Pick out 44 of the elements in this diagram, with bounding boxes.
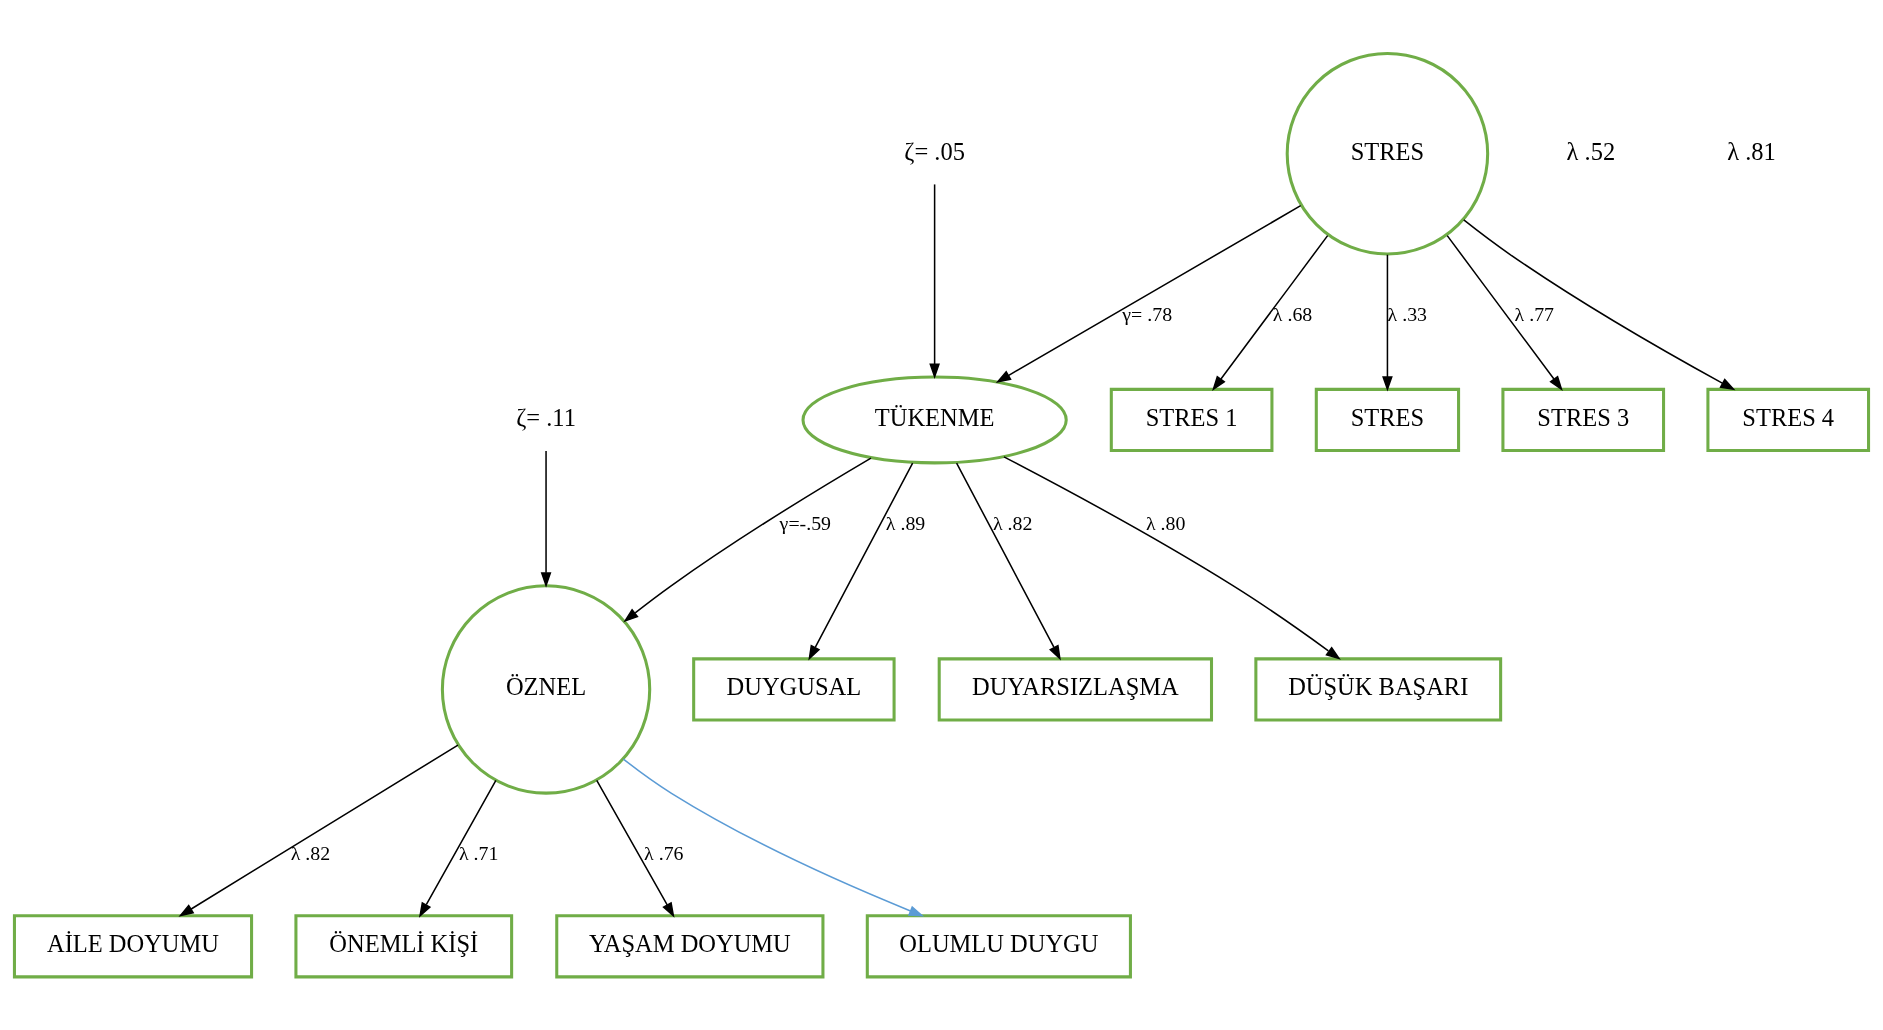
edge-label: γ= .78 [1122, 302, 1173, 325]
arrow [596, 779, 675, 918]
node-text: ζ= .11 [516, 403, 576, 431]
edge-label: λ .89 [885, 511, 926, 534]
arrow [540, 450, 552, 588]
arrow [418, 779, 497, 918]
edge-label: λ .82 [992, 511, 1033, 534]
arrow [623, 457, 872, 623]
node-box: STRES [1314, 387, 1461, 453]
edge-label: λ .76 [644, 841, 684, 864]
node-box: DUYARSIZLAŞMA [937, 657, 1214, 722]
edge-label: λ .82 [290, 841, 331, 864]
node-circle: STRES [1285, 51, 1490, 256]
node-text: ζ= .05 [904, 137, 965, 165]
node-box: STRES 3 [1501, 387, 1666, 453]
arrow [808, 462, 914, 661]
node-circle: ÖZNEL [440, 584, 652, 795]
label: λ .52 [1566, 137, 1616, 165]
arrow [1463, 219, 1736, 391]
node-box: DUYGUSAL [692, 657, 896, 722]
node-box: DÜŞÜK BAŞARI [1254, 657, 1503, 722]
edge-label: γ=-.59 [779, 511, 832, 534]
arrow [178, 744, 459, 917]
node-box: STRES 4 [1706, 387, 1871, 453]
node-ellipse: TÜKENME [801, 375, 1068, 465]
label: λ .81 [1727, 137, 1776, 165]
edge-label: λ .77 [1514, 302, 1555, 325]
arrow [929, 183, 940, 379]
arrow [1212, 234, 1329, 391]
node-box: ÖNEMLİ KİŞİ [294, 914, 514, 979]
edge-label: λ .80 [1145, 511, 1186, 534]
node-box: AİLE DOYUMU [12, 914, 254, 979]
arrow [955, 462, 1061, 661]
arrow [1003, 456, 1341, 660]
arrow [995, 204, 1302, 383]
arrow [1382, 254, 1393, 392]
node-box: YAŞAM DOYUMU [555, 914, 825, 979]
edge-label: λ .33 [1387, 302, 1428, 325]
node-box: OLUMLU DUYGU [865, 914, 1132, 979]
node-box: STRES 1 [1109, 387, 1274, 453]
edge-label: λ .68 [1272, 302, 1313, 325]
arrow [1446, 234, 1563, 391]
edge-label: λ .71 [459, 841, 499, 864]
arrow [622, 758, 925, 917]
